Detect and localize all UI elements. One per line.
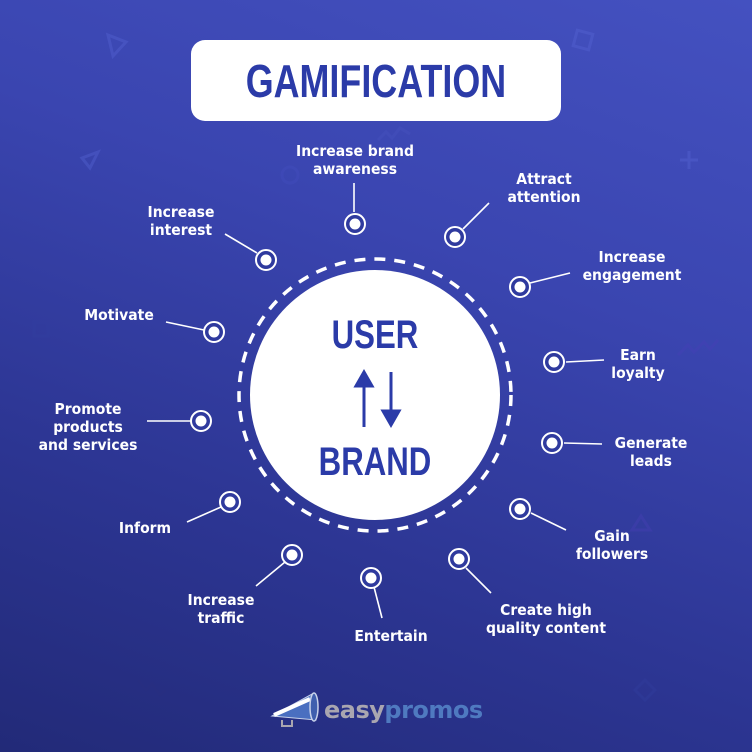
zigzag-shape — [136, 679, 167, 698]
marker-attract-attention — [444, 226, 466, 248]
triangle-shape — [629, 513, 653, 532]
label-create-high-quality-content: Create high quality content — [483, 601, 609, 637]
square-shape — [571, 28, 595, 52]
square-shape — [32, 320, 50, 338]
label-inform: Inform — [114, 519, 177, 537]
label-attract-attention: Attract attention — [499, 170, 589, 206]
marker-gain-followers — [509, 498, 531, 520]
marker-generate-leads — [541, 432, 563, 454]
connector-line — [373, 586, 383, 619]
label-entertain: Entertain — [348, 627, 434, 645]
marker-increase-brand-awareness — [344, 213, 366, 235]
label-increase-brand-awareness: Increase brand awareness — [289, 142, 420, 178]
circle-shape — [280, 165, 300, 185]
label-line: Inform — [118, 519, 172, 537]
label-gain-followers: Gain followers — [572, 527, 653, 563]
label-generate-leads: Generate leads — [611, 434, 692, 470]
up-down-arrows-icon — [353, 368, 402, 429]
zigzag-shape — [676, 339, 720, 357]
connector-line — [465, 567, 492, 594]
label-line: leads — [630, 452, 672, 470]
label-line: attention — [507, 188, 581, 206]
dashed-ring — [237, 257, 513, 533]
logo-text-promos: promos — [384, 696, 483, 724]
label-line: Increase — [147, 203, 215, 221]
marker-inform — [219, 491, 241, 513]
page-title: GAMIFICATION — [245, 54, 507, 107]
label-line: awareness — [312, 160, 398, 178]
label-line: Generate — [614, 434, 688, 452]
label-line: loyalty — [611, 364, 665, 382]
plus-shape — [680, 151, 698, 169]
label-line: Increase — [598, 248, 666, 266]
marker-motivate — [203, 321, 225, 343]
connector-line — [565, 359, 605, 363]
center-word-user: USER — [331, 313, 419, 357]
connector-line — [255, 561, 286, 587]
marker-increase-traffic — [281, 544, 303, 566]
label-promote-products-and-services: Promote products and services — [36, 400, 140, 454]
connector-line — [563, 442, 603, 445]
zigzag-shape — [376, 126, 411, 142]
marker-entertain — [360, 567, 382, 589]
marker-earn-loyalty — [543, 351, 565, 373]
label-line: interest — [149, 221, 213, 239]
connector-line — [186, 506, 222, 523]
label-increase-interest: Increase interest — [141, 203, 222, 239]
label-line: engagement — [582, 266, 682, 284]
center-word-brand: BRAND — [318, 440, 432, 484]
label-increase-engagement: Increase engagement — [578, 248, 686, 284]
label-line: and services — [38, 436, 138, 454]
connector-line — [462, 202, 490, 230]
label-earn-loyalty: Earn loyalty — [611, 346, 665, 382]
label-line: Earn — [620, 346, 656, 364]
label-line: Attract — [516, 170, 572, 188]
connector-line — [165, 321, 205, 331]
label-line: Create high — [500, 601, 592, 619]
label-line: Increase — [187, 591, 255, 609]
connector-line — [530, 512, 567, 531]
label-line: quality content — [485, 619, 607, 637]
connector-line — [529, 272, 571, 284]
title-banner: GAMIFICATION — [191, 40, 561, 121]
center-circle — [250, 270, 500, 520]
triangle-shape — [79, 149, 102, 171]
label-line: Promote — [54, 400, 122, 418]
marker-promote-products-and-services — [190, 410, 212, 432]
marker-increase-interest — [255, 249, 277, 271]
label-line: traffic — [197, 609, 245, 627]
connector-line — [224, 233, 258, 254]
label-line: Motivate — [84, 306, 154, 324]
label-line: Entertain — [354, 627, 428, 645]
logo-text-easy: easy — [324, 696, 385, 724]
triangle-shape — [105, 32, 129, 60]
megaphone-icon — [270, 692, 319, 727]
marker-create-high-quality-content — [448, 548, 470, 570]
label-line: products — [53, 418, 123, 436]
label-line: Increase brand — [296, 142, 414, 160]
label-line: followers — [575, 545, 649, 563]
label-increase-traffic: Increase traffic — [181, 591, 262, 627]
marker-increase-engagement — [509, 276, 531, 298]
label-motivate: Motivate — [79, 306, 160, 324]
label-line: Gain — [594, 527, 630, 545]
diamond-shape — [632, 677, 658, 703]
